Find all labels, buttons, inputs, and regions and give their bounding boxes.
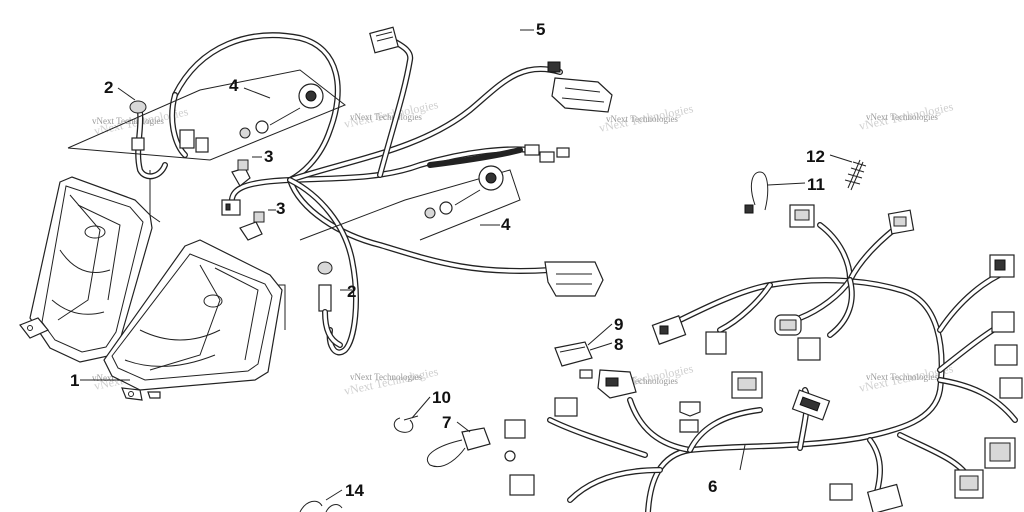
watermark-4: vNext Technologies vNext Technologies (858, 99, 955, 133)
main-connector-8 (791, 389, 831, 421)
main-connector-4 (705, 331, 727, 355)
leader-lines (80, 29, 853, 501)
harness-connector-lower (544, 261, 604, 297)
main-connector-9 (989, 254, 1015, 278)
main-connector-16 (829, 483, 853, 501)
main-connector-20 (679, 401, 701, 433)
callout-11: 11 (807, 175, 825, 194)
callout-10: 10 (432, 388, 451, 407)
svg-text:vNext Technologies: vNext Technologies (606, 376, 678, 386)
part-8-relay (579, 369, 637, 399)
main-connector-3 (651, 315, 687, 345)
bulb-upper (231, 159, 251, 187)
main-connector-18 (504, 419, 526, 439)
main-connector-13 (984, 437, 1016, 469)
main-connector-2 (887, 209, 915, 235)
harness-connector-main (547, 61, 613, 113)
main-harness (504, 204, 1023, 512)
harness-connector-left-small (221, 199, 241, 216)
callout-7: 7 (442, 413, 451, 432)
part-11-cable-tie (744, 171, 769, 214)
main-connector-15 (866, 483, 904, 512)
callout-14: 14 (345, 481, 364, 500)
part-7-fuse-holder (427, 427, 491, 468)
callout-12: 12 (806, 147, 825, 166)
part-14-clip (299, 500, 343, 512)
main-connector-5 (774, 314, 802, 336)
main-connector-12 (999, 377, 1023, 399)
harness-connector-left-clip (179, 129, 209, 153)
adjuster-lower (299, 165, 521, 241)
part-9-cover (554, 341, 593, 367)
main-connector-17 (554, 397, 578, 417)
main-connector-10 (991, 311, 1015, 333)
main-connector-11 (994, 344, 1018, 366)
harness-connector-top (369, 26, 399, 54)
callouts: 1 2 2 3 3 4 4 5 6 7 8 9 10 11 12 14 (70, 20, 825, 500)
socket-lower (317, 261, 343, 348)
svg-text:vNext Technologies: vNext Technologies (350, 372, 422, 382)
svg-text:vNext Technologies: vNext Technologies (866, 372, 938, 382)
adjuster-upper (67, 69, 346, 161)
part-10-clip (393, 415, 419, 433)
callout-1: 1 (70, 371, 79, 390)
watermark-6: vNext Technologies vNext Technologies (343, 364, 440, 398)
callout-2-lower: 2 (347, 282, 356, 301)
bulb-lower (239, 211, 265, 241)
svg-text:vNext Technologies: vNext Technologies (606, 114, 678, 124)
callout-3-lower: 3 (276, 199, 285, 218)
svg-text:vNext Technologies: vNext Technologies (866, 112, 938, 122)
callout-9: 9 (614, 315, 623, 334)
callout-8: 8 (614, 335, 623, 354)
part-12-spring (844, 159, 867, 191)
main-connector-7 (731, 371, 763, 399)
socket-upper (129, 100, 168, 180)
main-connector-14 (954, 469, 984, 499)
callout-2-upper: 2 (104, 78, 113, 97)
main-ring-terminal (504, 450, 516, 462)
headlight-right (103, 239, 286, 401)
main-connector-19 (509, 474, 535, 496)
harness-connector-right-pair (524, 144, 570, 163)
callout-5: 5 (536, 20, 545, 39)
callout-4-upper: 4 (229, 76, 239, 95)
watermark-3: vNext Technologies vNext Technologies (598, 101, 695, 135)
svg-text:vNext Technologies: vNext Technologies (350, 112, 422, 122)
main-connector-1 (789, 204, 815, 228)
callout-3-upper: 3 (264, 147, 273, 166)
headlight-left (19, 170, 161, 363)
callout-4-lower: 4 (501, 215, 511, 234)
main-connector-6 (797, 337, 821, 361)
callout-6: 6 (708, 477, 717, 496)
